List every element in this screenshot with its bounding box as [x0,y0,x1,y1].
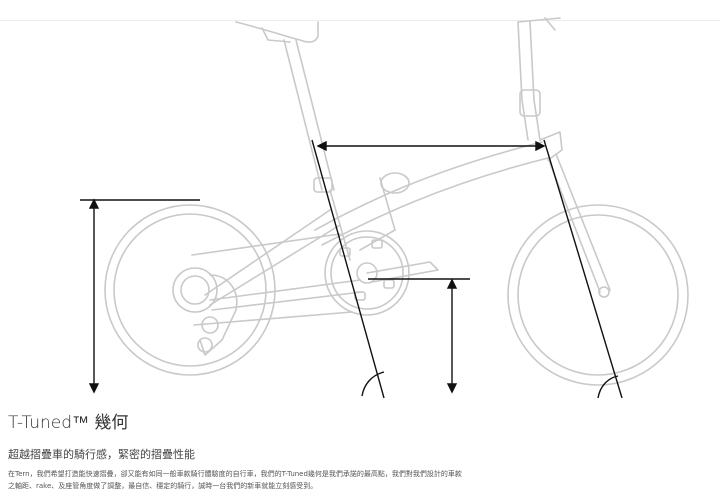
top-divider [0,20,720,21]
body-line-1: 在Tern，我們希望打造能快速摺疊，卻又能有如同一般車款騎行體驗度的自行車，我們… [8,470,462,478]
bb-height-arrow [368,278,470,394]
front-wheel [507,204,689,386]
chain [191,233,353,326]
seatpost [283,39,335,193]
seat-tube-angle-line [311,139,385,399]
geometry-description: T-Tuned™ 幾何 超越摺疊車的騎行感，緊密的摺疊性能 在Tern，我們希望… [8,412,713,492]
handlebar-stem [517,17,561,141]
rear-derailleur [172,267,238,356]
wheelbase-reach-arrow [316,140,546,152]
main-frame [314,131,563,251]
section-subtitle: 超越摺疊車的騎行感，緊密的摺疊性能 [8,448,195,461]
chainring [324,230,439,316]
bike-geometry-illustration [80,17,689,399]
section-body: 在Tern，我們希望打造能快速摺疊，卻又能有如同一般車款騎行體驗度的自行車，我們… [8,468,528,492]
section-title: T-Tuned™ 幾何 [8,413,129,433]
body-line-2: 之軸距、rake、及座管角度做了調整，最自信、穩定的騎行，誠時一台我們的新車就能… [8,482,318,490]
measurement-lines [80,139,623,399]
rear-wheel [104,204,276,376]
rear-height-arrow [80,198,200,394]
saddle [235,21,319,43]
head-tube-angle-line [543,139,623,399]
